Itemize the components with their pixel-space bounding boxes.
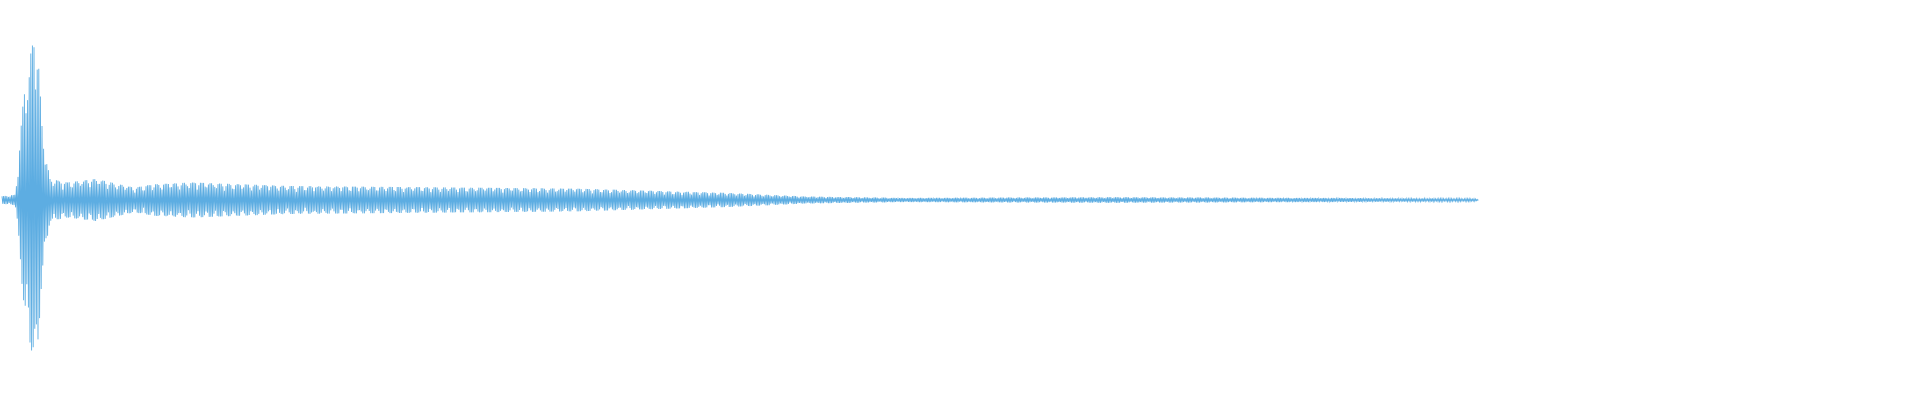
waveform-trace xyxy=(1,45,1479,351)
